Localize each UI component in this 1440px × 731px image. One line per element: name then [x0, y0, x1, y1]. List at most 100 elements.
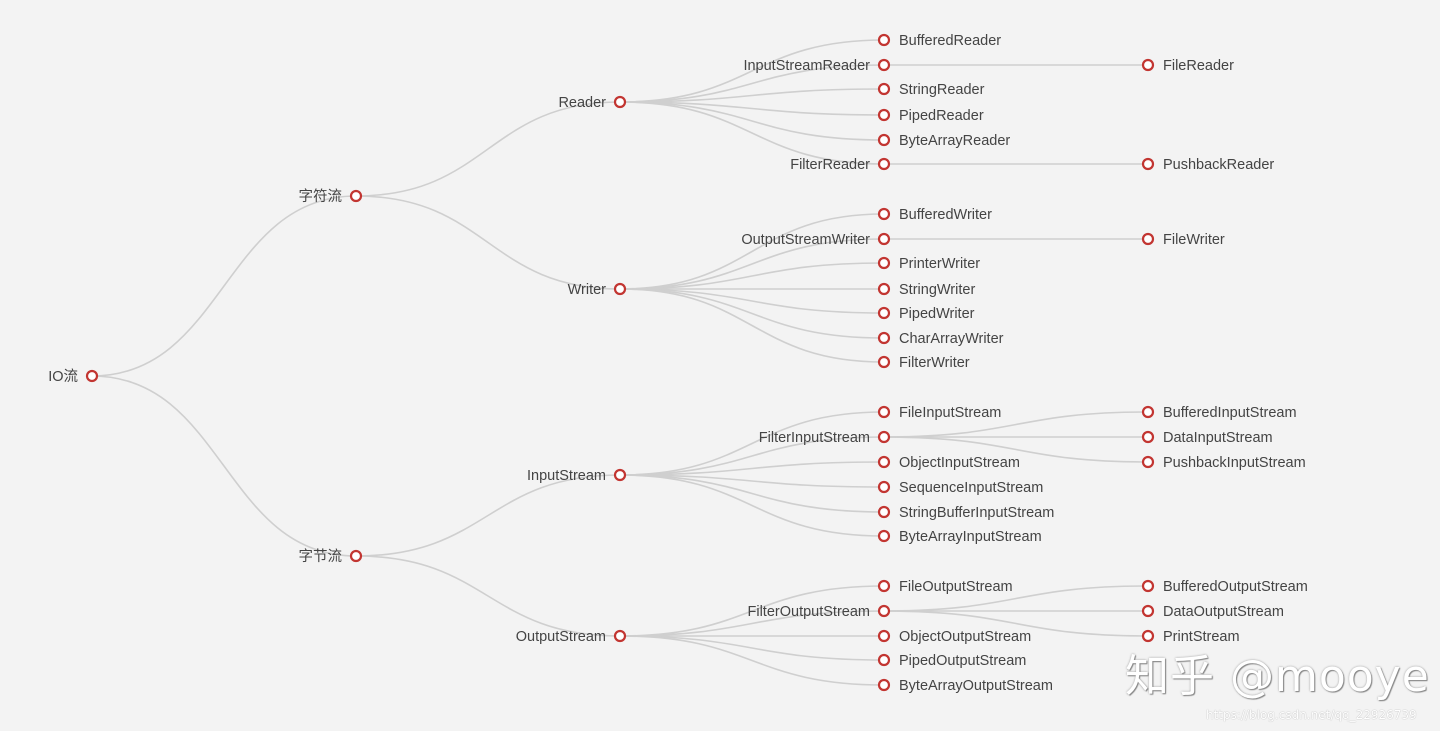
tree-node-pushbackreader[interactable]: PushbackReader — [1141, 157, 1274, 173]
tree-node-filereader[interactable]: FileReader — [1141, 58, 1234, 74]
node-marker-bufferedreader[interactable] — [877, 33, 891, 47]
node-marker-io[interactable] — [85, 369, 99, 383]
tree-nodes: BufferedReaderFileReaderInputStreamReade… — [48, 33, 1308, 694]
node-marker-pipedwriter[interactable] — [877, 306, 891, 320]
tree-node-outputstream[interactable]: OutputStream — [516, 629, 627, 645]
node-marker-writer[interactable] — [613, 282, 627, 296]
node-marker-filterreader[interactable] — [877, 157, 891, 171]
tree-node-filterinputstream[interactable]: FilterInputStream — [759, 430, 891, 446]
tree-node-filterreader[interactable]: FilterReader — [790, 157, 891, 173]
node-label-stringwriter: StringWriter — [899, 282, 975, 298]
node-marker-bytearrayreader[interactable] — [877, 133, 891, 147]
node-marker-filereader[interactable] — [1141, 58, 1155, 72]
node-marker-filewriter[interactable] — [1141, 232, 1155, 246]
tree-node-bytearrayinputstream[interactable]: ByteArrayInputStream — [877, 529, 1042, 545]
node-label-node-0-0: 字符流 — [299, 188, 343, 205]
link-io-to-node-0-0 — [91, 195, 357, 377]
tree-node-filterwriter[interactable]: FilterWriter — [877, 355, 970, 371]
tree-node-bytearrayreader[interactable]: ByteArrayReader — [877, 133, 1010, 149]
node-marker-stringwriter[interactable] — [877, 282, 891, 296]
node-marker-filterwriter[interactable] — [877, 355, 891, 369]
tree-node-bytearrayoutputstream[interactable]: ByteArrayOutputStream — [877, 678, 1053, 694]
node-marker-bytearrayoutputstream[interactable] — [877, 678, 891, 692]
node-marker-pipedoutputstream[interactable] — [877, 653, 891, 667]
node-marker-pushbackinputstream[interactable] — [1141, 455, 1155, 469]
tree-node-bufferedinputstream[interactable]: BufferedInputStream — [1141, 405, 1297, 421]
tree-node-inputstreamreader[interactable]: InputStreamReader — [743, 58, 891, 74]
tree-node-filewriter[interactable]: FileWriter — [1141, 232, 1225, 248]
tree-node-pipedreader[interactable]: PipedReader — [877, 108, 984, 124]
node-marker-node-0-1[interactable] — [349, 549, 363, 563]
node-label-bufferedoutputstream: BufferedOutputStream — [1163, 579, 1308, 595]
tree-node-chararraywriter[interactable]: CharArrayWriter — [877, 331, 1004, 347]
tree-node-node-0-0[interactable]: 字符流 — [299, 188, 363, 205]
tree-node-fileoutputstream[interactable]: FileOutputStream — [877, 579, 1013, 595]
node-marker-filterinputstream[interactable] — [877, 430, 891, 444]
node-marker-printerwriter[interactable] — [877, 256, 891, 270]
node-marker-pipedreader[interactable] — [877, 108, 891, 122]
node-label-bufferedwriter: BufferedWriter — [899, 207, 992, 223]
tree-node-printstream[interactable]: PrintStream — [1141, 629, 1240, 645]
tree-node-objectoutputstream[interactable]: ObjectOutputStream — [877, 629, 1031, 645]
node-marker-chararraywriter[interactable] — [877, 331, 891, 345]
link-outputstream-to-filteroutputstream — [619, 610, 885, 637]
link-writer-to-filterwriter — [619, 288, 885, 363]
node-marker-datainputstream[interactable] — [1141, 430, 1155, 444]
tree-node-objectinputstream[interactable]: ObjectInputStream — [877, 455, 1020, 471]
node-marker-filteroutputstream[interactable] — [877, 604, 891, 618]
tree-node-node-0-1[interactable]: 字节流 — [299, 548, 363, 565]
tree-node-writer[interactable]: Writer — [568, 282, 627, 298]
node-marker-dataoutputstream[interactable] — [1141, 604, 1155, 618]
link-writer-to-outputstreamwriter — [619, 238, 885, 290]
link-writer-to-printerwriter — [619, 262, 885, 290]
node-marker-bufferedinputstream[interactable] — [1141, 405, 1155, 419]
tree-node-datainputstream[interactable]: DataInputStream — [1141, 430, 1273, 446]
node-marker-objectoutputstream[interactable] — [877, 629, 891, 643]
tree-node-stringreader[interactable]: StringReader — [877, 82, 985, 98]
tree-node-reader[interactable]: Reader — [558, 95, 627, 111]
node-label-filterreader: FilterReader — [790, 157, 870, 173]
link-filterinputstream-to-bufferedinputstream — [883, 411, 1149, 438]
tree-node-io[interactable]: IO流 — [48, 368, 99, 385]
node-marker-fileoutputstream[interactable] — [877, 579, 891, 593]
tree-node-pipedwriter[interactable]: PipedWriter — [877, 306, 975, 322]
node-marker-stringreader[interactable] — [877, 82, 891, 96]
link-outputstream-to-bytearrayoutputstream — [619, 635, 885, 686]
node-marker-node-0-0[interactable] — [349, 189, 363, 203]
node-marker-inputstream[interactable] — [613, 468, 627, 482]
node-label-bytearrayinputstream: ByteArrayInputStream — [899, 529, 1042, 545]
tree-node-pushbackinputstream[interactable]: PushbackInputStream — [1141, 455, 1306, 471]
tree-node-pipedoutputstream[interactable]: PipedOutputStream — [877, 653, 1026, 669]
node-marker-printstream[interactable] — [1141, 629, 1155, 643]
tree-node-bufferedoutputstream[interactable]: BufferedOutputStream — [1141, 579, 1308, 595]
node-label-outputstream: OutputStream — [516, 629, 606, 645]
node-label-node-0-1: 字节流 — [299, 548, 343, 565]
tree-node-stringwriter[interactable]: StringWriter — [877, 282, 975, 298]
node-marker-outputstreamwriter[interactable] — [877, 232, 891, 246]
node-marker-objectinputstream[interactable] — [877, 455, 891, 469]
node-marker-inputstreamreader[interactable] — [877, 58, 891, 72]
node-marker-bufferedoutputstream[interactable] — [1141, 579, 1155, 593]
node-marker-outputstream[interactable] — [613, 629, 627, 643]
node-marker-fileinputstream[interactable] — [877, 405, 891, 419]
node-label-pipedoutputstream: PipedOutputStream — [899, 653, 1026, 669]
tree-node-sequenceinputstream[interactable]: SequenceInputStream — [877, 480, 1043, 496]
link-reader-to-filterreader — [619, 101, 885, 165]
tree-node-fileinputstream[interactable]: FileInputStream — [877, 405, 1001, 421]
tree-node-stringbufferinputstream[interactable]: StringBufferInputStream — [877, 505, 1054, 521]
tree-node-bufferedwriter[interactable]: BufferedWriter — [877, 207, 992, 223]
node-marker-pushbackreader[interactable] — [1141, 157, 1155, 171]
tree-node-outputstreamwriter[interactable]: OutputStreamWriter — [741, 232, 891, 248]
node-label-pipedreader: PipedReader — [899, 108, 984, 124]
tree-node-filteroutputstream[interactable]: FilterOutputStream — [748, 604, 891, 620]
node-marker-stringbufferinputstream[interactable] — [877, 505, 891, 519]
tree-node-inputstream[interactable]: InputStream — [527, 468, 627, 484]
node-marker-bufferedwriter[interactable] — [877, 207, 891, 221]
tree-node-dataoutputstream[interactable]: DataOutputStream — [1141, 604, 1284, 620]
tree-node-bufferedreader[interactable]: BufferedReader — [877, 33, 1001, 49]
node-marker-bytearrayinputstream[interactable] — [877, 529, 891, 543]
tree-node-printerwriter[interactable]: PrinterWriter — [877, 256, 980, 272]
node-marker-sequenceinputstream[interactable] — [877, 480, 891, 494]
node-marker-reader[interactable] — [613, 95, 627, 109]
